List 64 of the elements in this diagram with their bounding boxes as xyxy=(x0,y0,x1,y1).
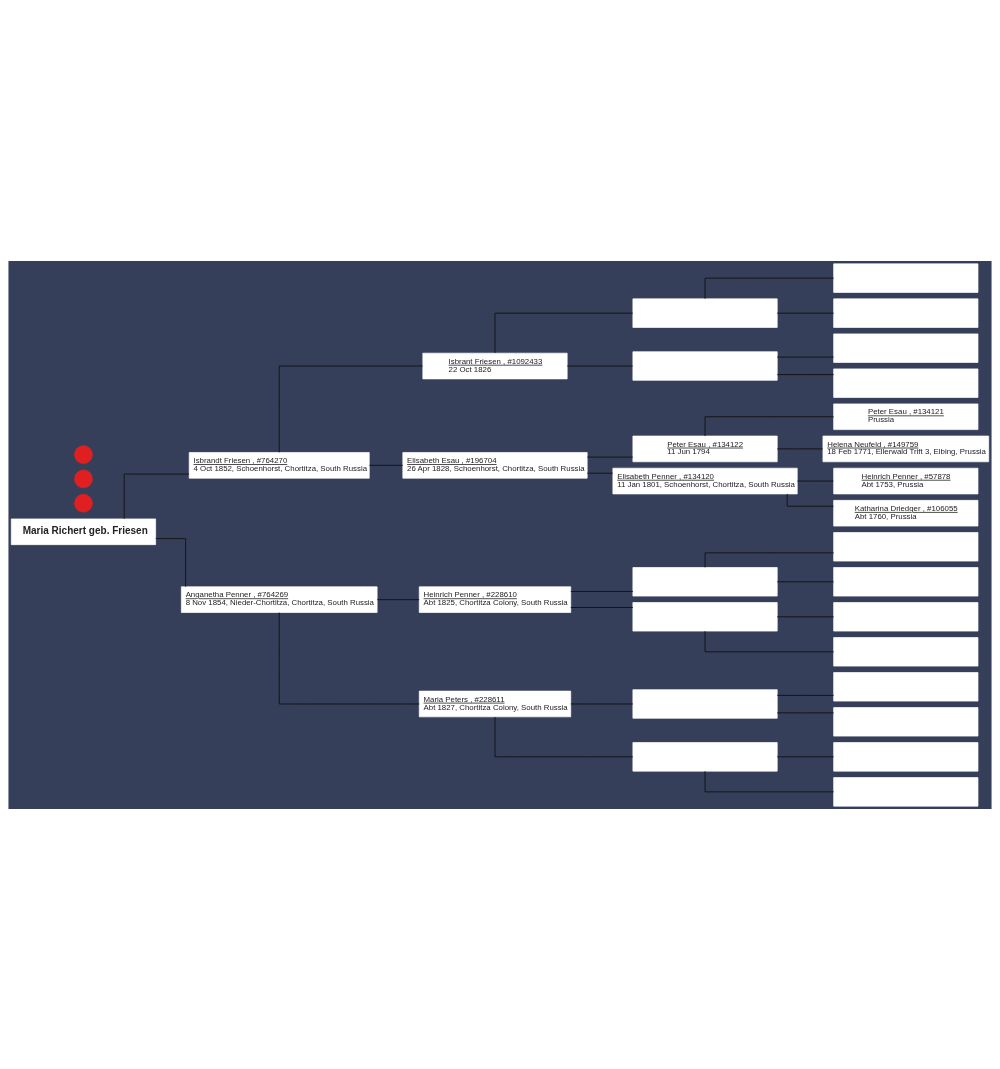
connector xyxy=(776,755,835,757)
connector xyxy=(369,464,404,466)
node-box xyxy=(833,531,979,561)
connector xyxy=(776,373,835,375)
node-box: Katharina Driedger , #106055 Abt 1760, Prussia xyxy=(833,499,979,526)
connector xyxy=(155,537,187,587)
connector xyxy=(494,312,634,353)
connector xyxy=(376,598,420,600)
node-box: Heinrich Penner , #228610 Abt 1825, Chortitza Colony, South Russia xyxy=(418,585,572,613)
node-box: Helena Neufeld , #149759 18 Feb 1771, Ellerwald Trift 3, Elbing, Prussia xyxy=(822,435,990,462)
node-box: Maria Peters , #228611 Abt 1827, Chortitza Colony, South Russia xyxy=(418,690,572,717)
node-box xyxy=(833,566,979,596)
node-box xyxy=(632,350,778,381)
connector xyxy=(278,611,420,704)
node-box xyxy=(632,688,778,719)
connector xyxy=(776,312,835,314)
node-box: Maria Richert geb. Friesen xyxy=(10,518,156,545)
node-box xyxy=(632,601,778,631)
node-box xyxy=(632,741,778,771)
connector xyxy=(786,493,834,507)
connector xyxy=(586,456,634,458)
connector xyxy=(494,716,634,757)
connector xyxy=(776,356,835,358)
connector xyxy=(570,703,634,704)
connector xyxy=(797,480,834,482)
connector xyxy=(123,473,190,519)
connector xyxy=(278,365,423,453)
connector xyxy=(776,615,835,617)
connector xyxy=(776,711,835,713)
node-box: Isbrandt Friesen , #764270 4 Oct 1852, Schoenhorst, Chortitza, South Russia xyxy=(188,451,370,479)
node-box xyxy=(833,671,979,701)
connector xyxy=(566,365,634,366)
node-circle xyxy=(74,444,93,464)
node-box: Anganetha Penner , #764269 8 Nov 1854, Nieder-Chortitza, Chortitza, South Russia xyxy=(181,585,378,613)
connector xyxy=(570,606,634,608)
node-box: Isbrant Friesen , #1092433 22 Oct 1826 xyxy=(422,352,568,379)
node-box xyxy=(833,741,979,771)
node-box xyxy=(632,566,778,596)
node-box xyxy=(632,298,778,328)
connector xyxy=(776,694,835,696)
node-box xyxy=(833,706,979,736)
node-box xyxy=(833,333,979,363)
connector xyxy=(776,447,824,449)
node-box xyxy=(833,601,979,631)
node-box xyxy=(833,776,979,806)
node-box: Peter Esau , #134122 11 Jun 1794 xyxy=(632,435,778,462)
connector xyxy=(570,590,634,592)
node-box xyxy=(833,263,979,293)
connector xyxy=(704,770,835,792)
connector xyxy=(704,415,835,436)
connector xyxy=(586,472,614,474)
node-box xyxy=(833,298,979,328)
node-box xyxy=(833,636,979,666)
node-box: Peter Esau , #134121 Prussia xyxy=(833,403,979,430)
node-box: Elisabeth Esau , #196704 26 Apr 1828, Schoenhorst, Chortitza, South Russia xyxy=(402,451,588,479)
connector xyxy=(704,551,835,568)
connector xyxy=(776,580,835,582)
connector xyxy=(704,630,835,652)
node-circle xyxy=(74,493,93,512)
node-circle xyxy=(74,469,93,488)
connector xyxy=(704,277,835,299)
node-box: Heinrich Penner , #57878 Abt 1753, Prussia xyxy=(833,467,979,494)
node-box: Elisabeth Penner , #134120 11 Jan 1801, Schoenhorst, Chortitza, South Russia xyxy=(612,467,798,494)
node-box xyxy=(833,368,979,398)
